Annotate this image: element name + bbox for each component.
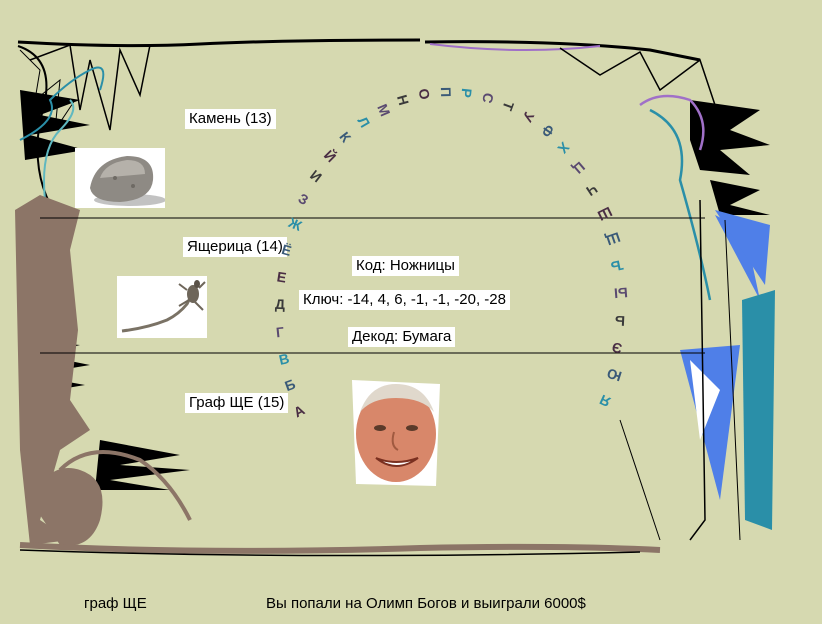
player-name: граф ЩЕ <box>84 595 147 612</box>
code-text: Код: Ножницы <box>352 256 459 276</box>
decode-text: Декод: Бумага <box>348 327 456 347</box>
alphabet-letter: Ь <box>614 312 626 330</box>
alphabet-letter: Ы <box>613 284 629 302</box>
alphabet-letter: П <box>437 86 454 98</box>
row-label-lizard: Ящерица (14) <box>183 237 287 257</box>
status-message: Вы попали на Олимп Богов и выиграли 6000… <box>266 595 586 612</box>
lizard-image[interactable] <box>117 276 207 338</box>
alphabet-letter: Р <box>458 87 476 99</box>
alphabet-letter: Д <box>274 295 286 313</box>
face-image[interactable] <box>350 376 442 490</box>
stone-image[interactable] <box>75 148 165 208</box>
alphabet-letter: Г <box>275 323 285 341</box>
row-label-graf: Граф ЩЕ (15) <box>185 393 289 413</box>
row-label-stone: Камень (13) <box>185 109 276 129</box>
key-text: Ключ: -14, 4, 6, -1, -1, -20, -28 <box>299 290 510 310</box>
